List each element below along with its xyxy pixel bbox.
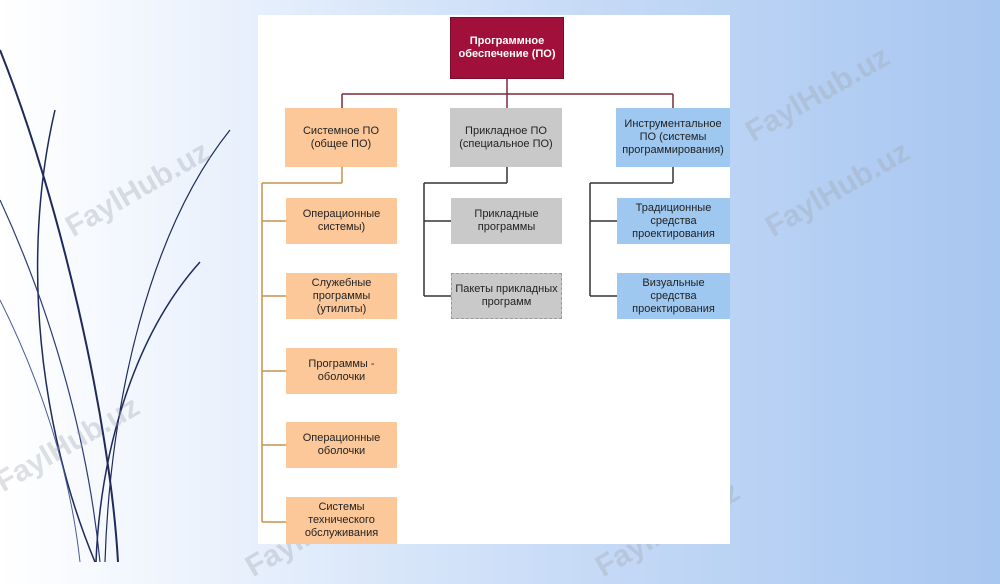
background-curves	[0, 49, 231, 562]
system-item: Служебные программы (утилиты)	[286, 273, 397, 319]
category-tools: Инструментальное ПО (системы программиро…	[616, 108, 730, 167]
software-classification-diagram: Программное обеспечение (ПО) Системное П…	[258, 15, 730, 544]
tool-item: Традиционные средства проектирования	[617, 198, 730, 244]
connector-lines	[261, 79, 674, 523]
tool-item: Визуальные средства проектирования	[617, 273, 730, 319]
category-applied: Прикладное ПО (специальное ПО)	[450, 108, 562, 167]
system-item: Операционные оболочки	[286, 422, 397, 468]
root-node: Программное обеспечение (ПО)	[450, 17, 564, 79]
system-item: Операционные системы)	[286, 198, 397, 244]
applied-item: Прикладные программы	[451, 198, 562, 244]
applied-item: Пакеты прикладных программ	[451, 273, 562, 319]
system-item: Системы технического обслуживания	[286, 497, 397, 544]
system-item: Программы - оболочки	[286, 348, 397, 394]
category-system: Системное ПО (общее ПО)	[285, 108, 397, 167]
